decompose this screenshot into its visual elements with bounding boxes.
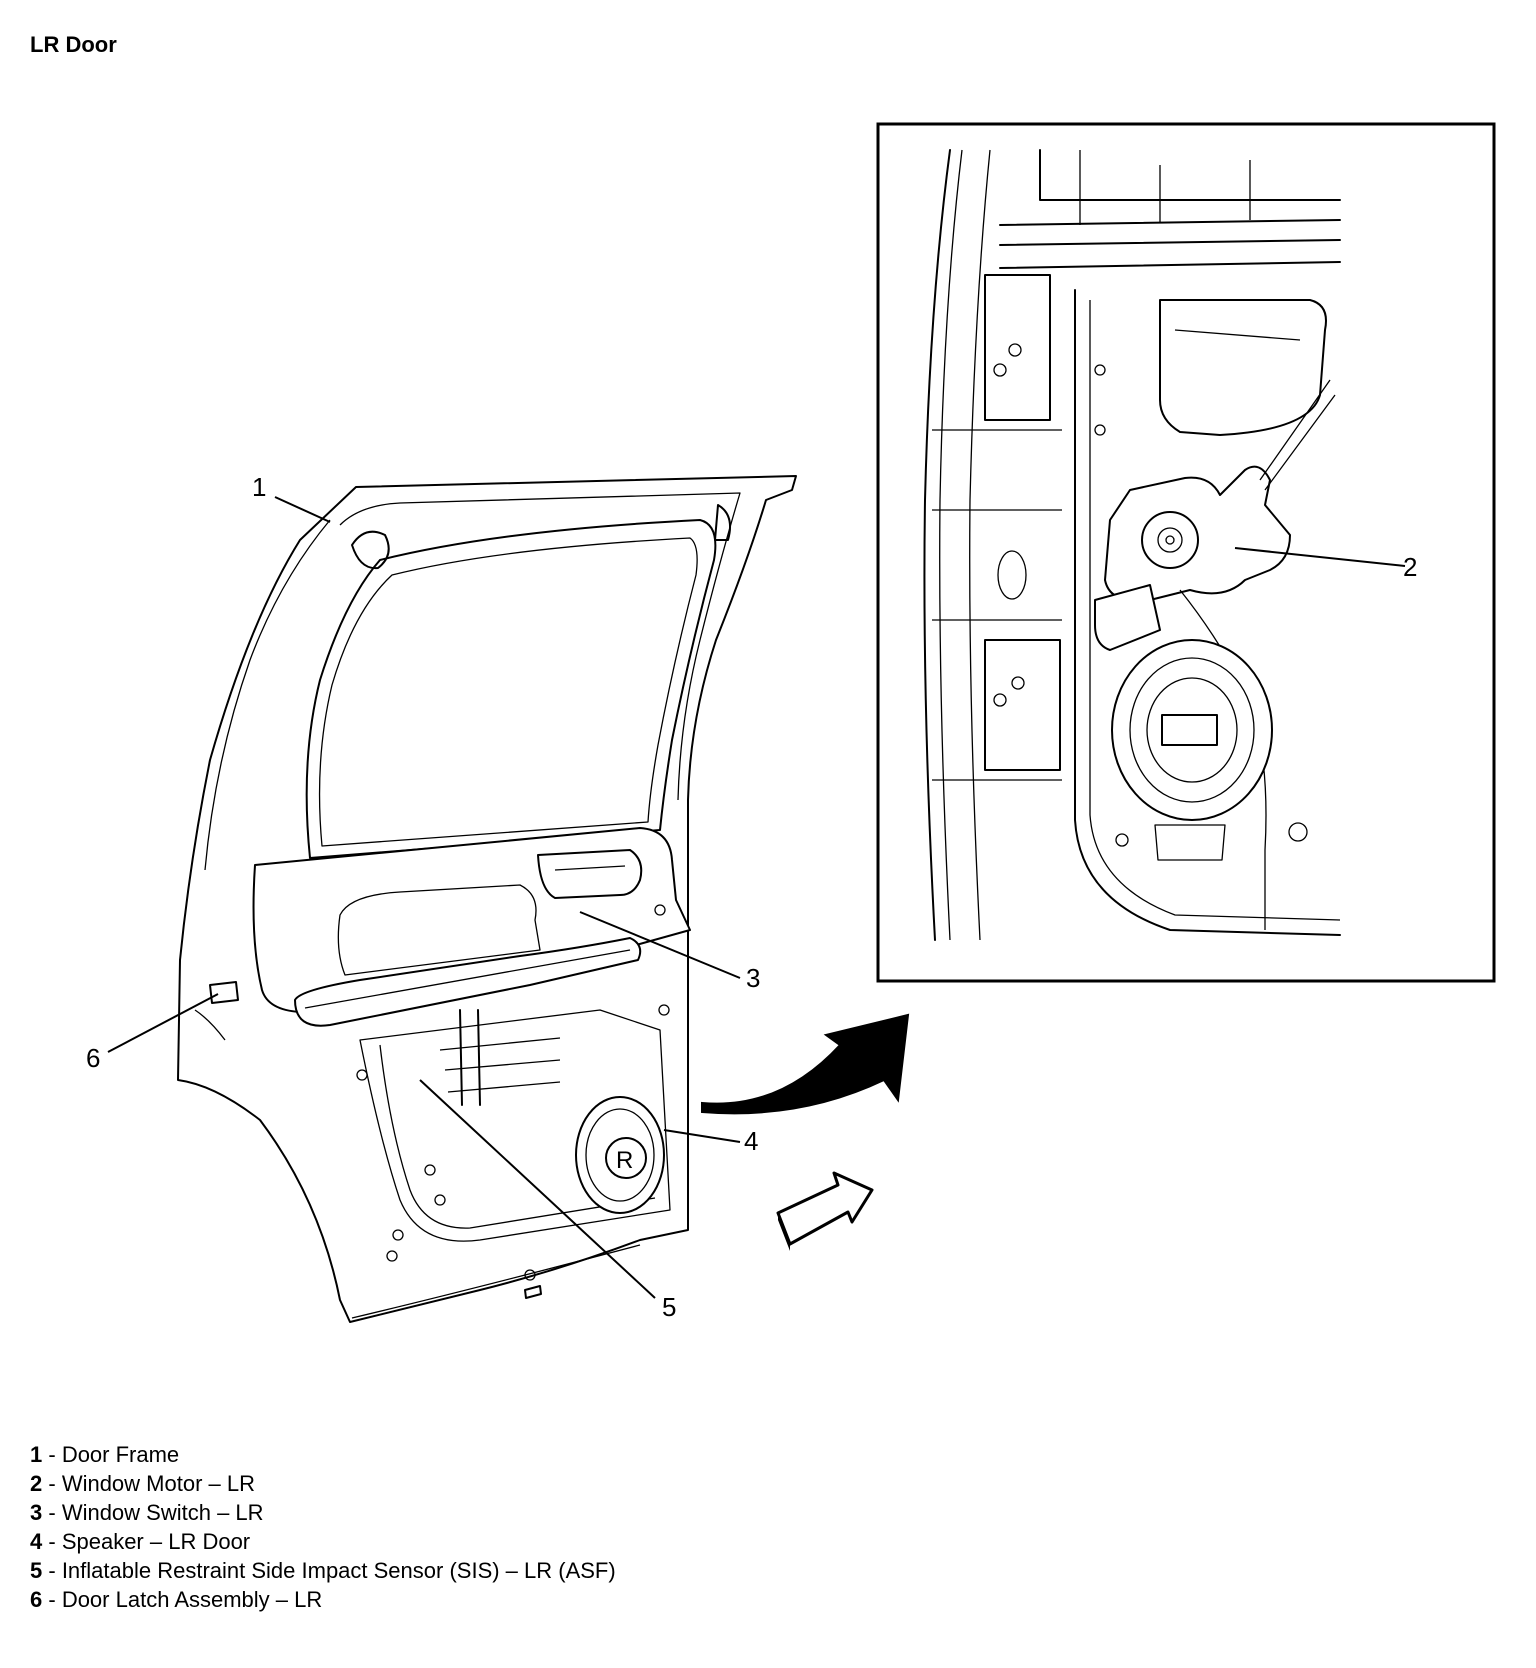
legend-number: 5 bbox=[30, 1558, 43, 1583]
legend-number: 6 bbox=[30, 1587, 43, 1612]
legend-item: 6 - Door Latch Assembly – LR bbox=[30, 1585, 616, 1614]
svg-text:R: R bbox=[616, 1147, 633, 1174]
legend-separator: - bbox=[42, 1529, 62, 1554]
detail-pointer-arrow-icon bbox=[701, 1013, 910, 1115]
callout-3: 3 bbox=[746, 963, 760, 993]
legend-label: Inflatable Restraint Side Impact Sensor … bbox=[61, 1558, 616, 1583]
legend-label: Door Frame bbox=[61, 1442, 180, 1467]
view-direction-arrow-icon bbox=[776, 1171, 874, 1251]
legend-item: 4 - Speaker – LR Door bbox=[30, 1527, 616, 1556]
callout-4: 4 bbox=[744, 1126, 758, 1156]
page-title: LR Door bbox=[30, 32, 117, 57]
legend-separator: - bbox=[42, 1471, 62, 1496]
legend-number: 1 bbox=[30, 1442, 43, 1467]
leader-lines bbox=[107, 496, 1406, 1299]
callout-2: 2 bbox=[1403, 552, 1417, 582]
legend-number: 4 bbox=[30, 1529, 43, 1554]
legend-item: 1 - Door Frame bbox=[30, 1440, 616, 1469]
legend-label: Door Latch Assembly – LR bbox=[61, 1587, 323, 1612]
legend-label: Window Motor – LR bbox=[61, 1471, 255, 1496]
detail-inset bbox=[876, 122, 1496, 983]
legend-item: 3 - Window Switch – LR bbox=[30, 1498, 616, 1527]
callout-1: 1 bbox=[252, 472, 266, 502]
legend-separator: - bbox=[42, 1500, 62, 1525]
legend-separator: - bbox=[42, 1587, 62, 1612]
legend-number: 3 bbox=[30, 1500, 43, 1525]
legend-label: Speaker – LR Door bbox=[61, 1529, 251, 1554]
callout-6: 6 bbox=[86, 1043, 100, 1073]
legend-item: 5 - Inflatable Restraint Side Impact Sen… bbox=[30, 1556, 616, 1585]
legend: 1 - Door Frame 2 - Window Motor – LR 3 -… bbox=[30, 1440, 616, 1614]
legend-separator: - bbox=[42, 1442, 62, 1467]
legend-label: Window Switch – LR bbox=[61, 1500, 264, 1525]
callout-5: 5 bbox=[662, 1292, 676, 1322]
door-frame-drawing: R bbox=[177, 475, 797, 1323]
legend-separator: - bbox=[42, 1558, 62, 1583]
legend-item: 2 - Window Motor – LR bbox=[30, 1469, 616, 1498]
legend-number: 2 bbox=[30, 1471, 43, 1496]
